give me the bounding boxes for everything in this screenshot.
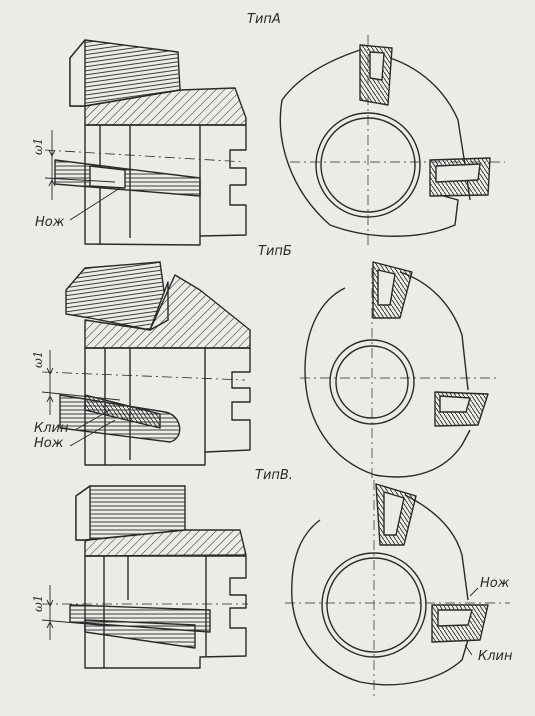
type-b-omega: ω1: [31, 350, 45, 368]
type-v-body-hatched: [84, 529, 247, 557]
type-v-hub: [321, 552, 427, 658]
type-v-label: ТипВ.: [255, 468, 293, 483]
type-b-label: ТипБ: [258, 244, 292, 259]
type-b-knife-label: Нож: [34, 436, 64, 451]
type-v-knife-label: Нож: [480, 576, 510, 591]
type-v-front: [285, 480, 510, 700]
type-v-section: [41, 485, 248, 669]
type-v-omega: ω1: [31, 594, 45, 612]
type-v-wedge-label: Клин: [478, 649, 513, 664]
type-a-omega: ω1: [31, 137, 45, 155]
type-a-knife: [54, 159, 201, 197]
type-a-knife-label: Нож: [35, 215, 65, 230]
type-b-section: [41, 261, 251, 466]
type-b-blade-block: [65, 261, 169, 331]
type-b-wedge-label: Клин: [34, 421, 69, 436]
type-a-front: [279, 35, 505, 245]
type-a-label: ТипА: [247, 12, 281, 27]
type-b-front: [300, 261, 500, 482]
type-a-section: [44, 39, 247, 246]
